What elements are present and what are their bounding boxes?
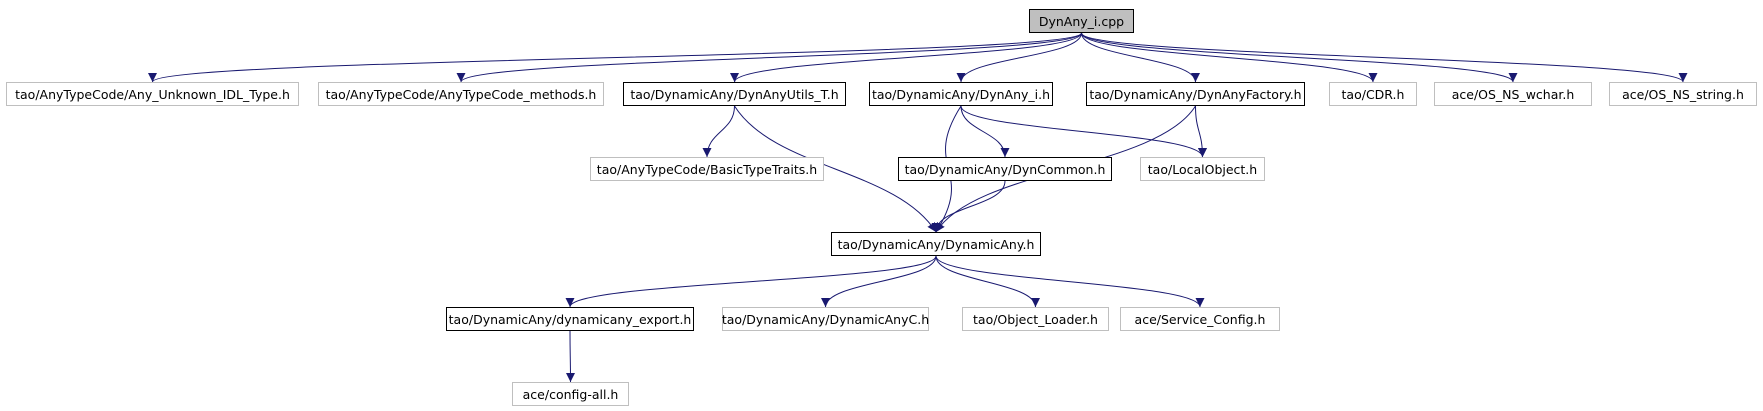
edge-root-to-cdr [1081,32,1378,83]
edge-dynamicany-to-dynamicanyc [821,255,937,308]
node-any-unknown-idl-type-h[interactable]: tao/AnyTypeCode/Any_Unknown_IDL_Type.h [6,82,299,106]
node-os-ns-string-h[interactable]: ace/OS_NS_string.h [1609,82,1757,106]
edge-root-to-dynanyfactory [1081,32,1200,83]
edge-export-to-configall [565,330,575,383]
node-dynany-i-h[interactable]: tao/DynamicAny/DynAny_i.h [869,82,1053,106]
node-dynany-i-cpp[interactable]: DynAny_i.cpp [1029,9,1134,33]
node-dynamicany-h[interactable]: tao/DynamicAny/DynamicAny.h [831,232,1041,256]
edge-dynanyfactory-to-localobject [1195,105,1207,158]
edge-root-to-dynanyutils [730,32,1082,83]
node-os-ns-wchar-h[interactable]: ace/OS_NS_wchar.h [1434,82,1592,106]
node-localobject-h[interactable]: tao/LocalObject.h [1140,157,1265,181]
edge-root-to-os_string [1081,32,1688,83]
node-dynamicanyc-h[interactable]: tao/DynamicAny/DynamicAnyC.h [722,307,929,331]
node-object-loader-h[interactable]: tao/Object_Loader.h [962,307,1109,331]
node-basictypetraits-h[interactable]: tao/AnyTypeCode/BasicTypeTraits.h [590,157,824,181]
edge-dynanyutils-to-basictypetraits [702,105,735,158]
edge-dyncommon-to-dynamicany [931,180,1006,233]
node-dyncommon-h[interactable]: tao/DynamicAny/DynCommon.h [898,157,1112,181]
edge-dynamicany-to-svcconfig [935,255,1205,308]
edge-dynany_i_h-to-dyncommon [960,105,1010,158]
node-dynanyfactory-h[interactable]: tao/DynamicAny/DynAnyFactory.h [1086,82,1305,106]
node-anytypecode-methods-h[interactable]: tao/AnyTypeCode/AnyTypeCode_methods.h [318,82,604,106]
edge-dynamicany-to-objloader [935,255,1040,308]
edge-dynamicany-to-export [565,255,937,308]
edge-root-to-anytc_methods [456,32,1082,83]
node-service-config-h[interactable]: ace/Service_Config.h [1120,307,1280,331]
node-dynamicany-export-h[interactable]: tao/DynamicAny/dynamicany_export.h [446,307,694,331]
edge-root-to-dynany_i_h [956,32,1082,83]
edge-root-to-any_unknown [148,32,1082,83]
edge-dynanyutils-to-dynamicany [734,105,937,233]
node-dynanyutils-t-h[interactable]: tao/DynamicAny/DynAnyUtils_T.h [623,82,846,106]
edge-root-to-os_wchar [1081,32,1518,83]
edge-dynany_i_h-to-localobject [960,105,1207,158]
node-cdr-h[interactable]: tao/CDR.h [1329,82,1417,106]
node-config-all-h[interactable]: ace/config-all.h [512,382,629,406]
